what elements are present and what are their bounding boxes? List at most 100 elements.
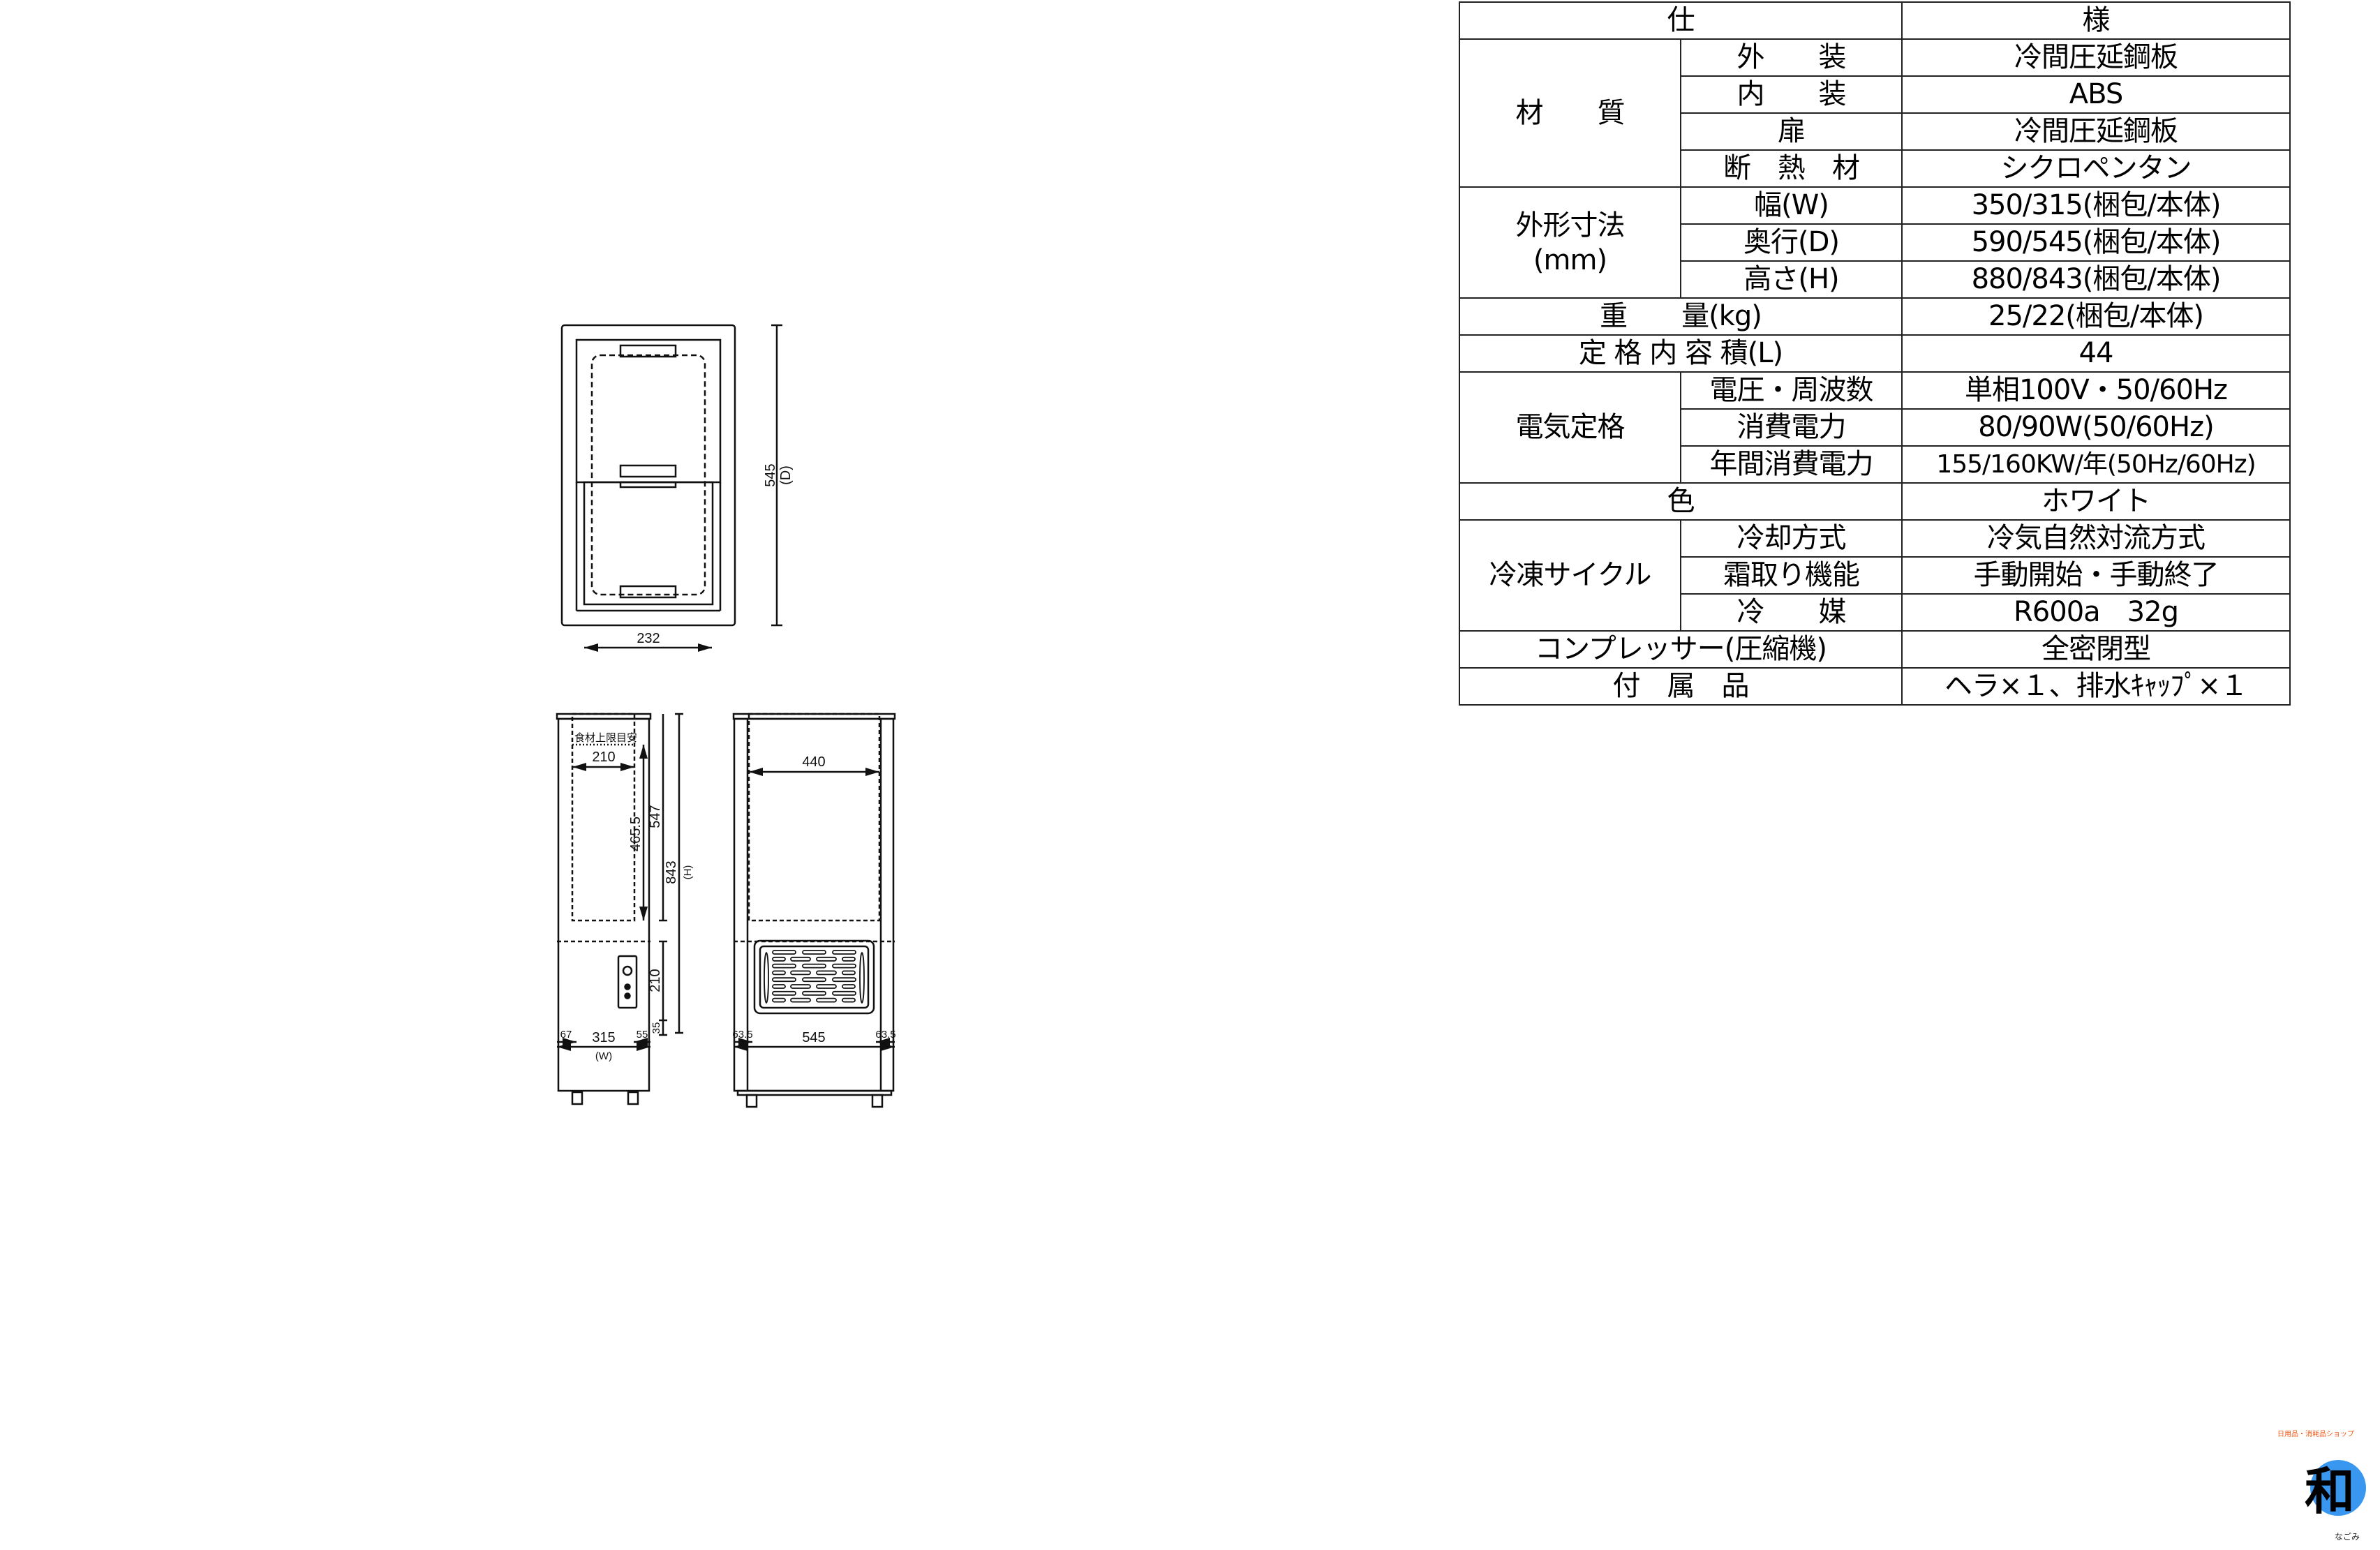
grille-slot [772,990,796,996]
row-value: 25/22(梱包/本体) [1901,297,2291,336]
grille-slot [802,963,826,969]
row-value: 44 [1901,334,2291,373]
top-width-dim: 232 [637,631,660,646]
side-view: 440 63.5 63.5 545 [732,713,896,1108]
side-right-offset-dim: 63.5 [875,1029,895,1041]
grille-slot [842,997,856,1003]
row-label: 扉 [1680,112,1903,151]
row-label: 重 量(kg) [1459,297,1903,336]
foot-icon [745,1094,758,1108]
grille-slot [772,970,786,976]
table-row: 付 属 品 ヘラ×１、排水ｷｬｯﾌﾟ×１ [1459,667,2291,706]
table-row: 冷 媒 R600a 32g [1459,593,2291,632]
row-label: 奥行(D) [1680,223,1903,262]
grille-slot [772,963,796,969]
group-label-electrical: 電気定格 [1459,371,1681,484]
table-row: 断 熱 材 シクロペンタン [1459,149,2291,188]
ventilation-grille [753,939,875,1015]
food-limit-label: 食材上限目安 [574,732,637,744]
grille-slot [790,956,811,962]
front-view: 食材上限目安 210 465.5 547 843 (H) 210 35 67 5… [556,713,694,1105]
total-height-dim: 843 [664,860,679,884]
table-row: 霜取り機能 手動開始・手動終了 [1459,556,2291,595]
logo-main: 和 [2305,1462,2355,1521]
inner-height-dim: 465.5 [628,817,644,851]
grille-slot [764,952,769,1004]
spec-table: 仕 様 材 質 外 装 冷間圧延鋼板 内 装 ABS 扉 冷間圧延鋼板 断 熱 … [1459,1,2291,706]
row-label: 外 装 [1680,38,1903,77]
total-depth-dim: 545 [802,1030,825,1045]
group-label-refrigeration: 冷凍サイクル [1459,519,1681,632]
row-value: 80/90W(50/60Hz) [1901,408,2291,447]
grille-slot [772,997,786,1003]
upper-height-dim: 547 [648,805,663,828]
header-spec-right: 様 [1901,1,2291,40]
row-label: コンプレッサー(圧縮機) [1459,630,1903,669]
row-label: 消費電力 [1680,408,1903,447]
row-value: ABS [1901,75,2291,114]
total-width-dim: 315 [592,1030,615,1045]
grille-slot [772,950,796,955]
side-left-offset-dim: 63.5 [732,1029,752,1041]
table-row: 扉 冷間圧延鋼板 [1459,112,2291,151]
grille-slot [772,977,796,983]
left-offset-dim: 67 [560,1029,572,1041]
dimensions-label: 外形寸法 [1515,209,1626,241]
foot-icon [571,1091,583,1105]
table-row: 内 装 ABS [1459,75,2291,114]
grille-slot [816,956,837,962]
table-row: 色 ホワイト [1459,482,2291,521]
grille-slot [832,963,856,969]
row-value: 590/545(梱包/本体) [1901,223,2291,262]
row-label: 冷却方式 [1680,519,1903,558]
grille-slot [816,997,837,1003]
grille-slot [832,990,856,996]
grille-slot [816,984,837,989]
row-label: 冷 媒 [1680,593,1903,632]
logo-tagline: 日用品・消耗品ショップ [2277,1429,2354,1438]
row-label: 電圧・周波数 [1680,371,1903,410]
row-label: 定 格 内 容 積(L) [1459,334,1903,373]
grille-slot [790,970,811,976]
row-value: 手動開始・手動終了 [1901,556,2291,595]
row-value: 全密閉型 [1901,630,2291,669]
grille-slot [802,950,826,955]
row-value: シクロペンタン [1901,149,2291,188]
table-row: 奥行(D) 590/545(梱包/本体) [1459,223,2291,262]
row-value: 単相100V・50/60Hz [1901,371,2291,410]
table-row: 消費電力 80/90W(50/60Hz) [1459,408,2291,447]
header-spec-left: 仕 [1459,1,1903,40]
foot-height-dim: 35 [650,1022,662,1034]
row-label: 霜取り機能 [1680,556,1903,595]
row-label: 色 [1459,482,1903,521]
grille-slot [802,990,826,996]
grille-slot [832,950,856,955]
top-view: 545 (D) 232 [560,324,794,652]
dimensions-unit: (mm) [1533,244,1607,276]
row-label: 付 属 品 [1459,667,1903,706]
row-label: 内 装 [1680,75,1903,114]
thermostat-knob-icon [622,965,633,976]
height-label: (H) [682,865,694,880]
grille-slot [816,970,837,976]
lower-height-dim: 210 [648,969,663,992]
row-value: R600a 32g [1901,593,2291,632]
table-row: 外形寸法 (mm) 幅(W) 350/315(梱包/本体) [1459,186,2291,299]
shop-logo: 日用品・消耗品ショップ 和 なごみ [2277,1429,2366,1542]
grille-slot [842,956,856,962]
grille-slot [859,952,865,1004]
row-value: ヘラ×１、排水ｷｬｯﾌﾟ×１ [1901,667,2291,706]
group-label-material: 材 質 [1459,38,1681,188]
grille-slot [842,970,856,976]
inner-width-dim: 210 [592,750,615,765]
table-row: 電気定格 電圧・周波数 単相100V・50/60Hz [1459,371,2291,484]
row-value: 155/160KW/年(50Hz/60Hz) [1901,445,2291,484]
table-row: 材 質 外 装 冷間圧延鋼板 [1459,38,2291,188]
row-value: 350/315(梱包/本体) [1901,186,2291,225]
grille-slot [790,984,811,989]
control-panel [617,955,638,1009]
row-value: 880/843(梱包/本体) [1901,260,2291,299]
grille-slot [842,984,856,989]
row-value: 冷気自然対流方式 [1901,519,2291,558]
